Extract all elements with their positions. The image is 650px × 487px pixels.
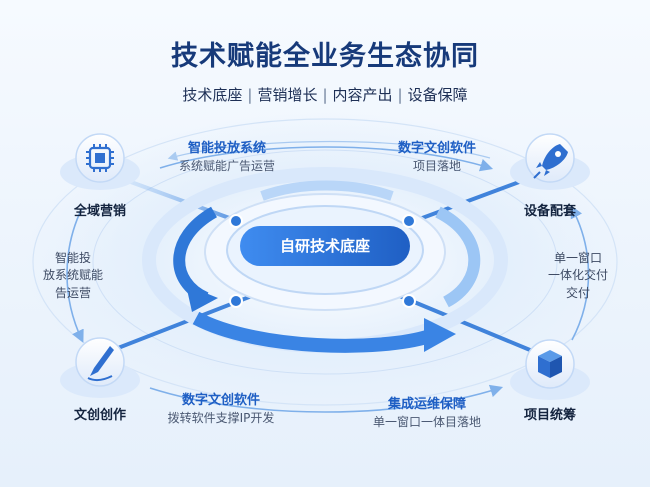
swirl-arc-top [260, 180, 394, 201]
arrow-top-back [167, 140, 491, 161]
swirl-arrowhead-bottom [424, 318, 456, 352]
edge-label-bottom-left: 数字文创软件 拨转软件支撑IP开发 [146, 392, 296, 426]
connector-dot [402, 214, 416, 228]
edge-label-top-left: 智能投放系统 系统赋能广告运营 [162, 140, 292, 174]
connector-dot [229, 294, 243, 308]
subtitle-item: 技术底座 [182, 86, 243, 104]
side-line: 智能投 [54, 251, 91, 265]
arrow-top [159, 146, 494, 172]
chip-icon [86, 144, 114, 172]
separator: | [247, 86, 253, 104]
side-line: 放系统赋能 [42, 268, 103, 283]
swirl-arc-bottom [192, 311, 433, 353]
edge-title: 智能投放系统 [187, 141, 266, 156]
page-title: 技术赋能全业务生态协同 [171, 41, 479, 72]
swirl-arc-right [435, 206, 481, 308]
arrow-right [570, 205, 590, 341]
edge-label-top-right: 数字文创软件 项目落地 [372, 140, 502, 174]
edge-subtitle: 项目落地 [412, 158, 461, 173]
edge-title: 集成运维保障 [387, 397, 466, 412]
side-label-left: 智能投 放系统赋能 告运营 [28, 250, 118, 302]
edge-title: 数字文创软件 [397, 141, 476, 156]
orbit-ring-outer [32, 118, 618, 406]
orbit-ring-mid [92, 149, 558, 375]
center-label: 自研技术底座 [279, 237, 370, 255]
node-label-top-right: 设备配套 [523, 204, 576, 219]
side-line: 一体化交付 [547, 268, 608, 283]
subtitle-item: 内容产出 [332, 86, 393, 104]
pen-icon [87, 346, 114, 382]
node-label-top-left: 全域营销 [73, 204, 126, 219]
side-line: 单一窗口 [553, 251, 602, 265]
connector-dot [402, 294, 416, 308]
subtitle-item: 设备保障 [407, 86, 468, 104]
separator: | [397, 86, 403, 104]
edge-label-bottom-right: 集成运维保障 单一窗口一体目落地 [352, 396, 502, 430]
side-label-right: 单一窗口 一体化交付 交付 [533, 250, 623, 302]
connector-dot [229, 214, 243, 228]
separator: | [322, 86, 328, 104]
edge-title: 数字文创软件 [181, 393, 260, 408]
edge-subtitle: 系统赋能广告运营 [178, 158, 275, 173]
rocket-icon [533, 144, 568, 179]
node-label-bottom-right: 项目统筹 [523, 408, 576, 423]
side-line: 交付 [565, 285, 590, 300]
edge-subtitle: 拨转软件支撑IP开发 [167, 410, 275, 425]
swirl-arrowhead-left [186, 285, 218, 312]
subtitle-bar: 技术底座|营销增长|内容产出|设备保障 [0, 84, 650, 105]
box-icon [538, 350, 562, 378]
subtitle-item: 营销增长 [257, 86, 318, 104]
node-label-bottom-left: 文创创作 [73, 408, 126, 423]
edge-subtitle: 单一窗口一体目落地 [372, 414, 481, 429]
arrow-bottom [149, 384, 504, 413]
arrow-left [66, 207, 84, 343]
center-pill [240, 226, 410, 266]
side-line: 告运营 [54, 285, 91, 300]
